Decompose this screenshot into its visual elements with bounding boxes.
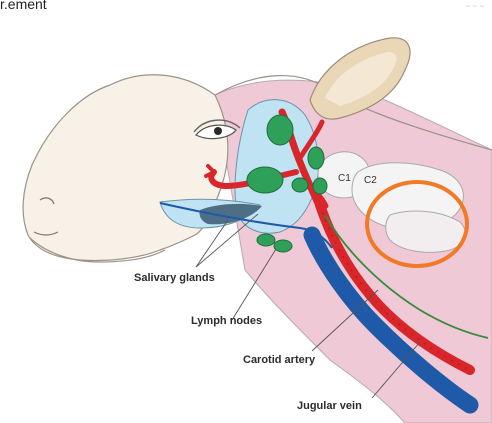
lymph-node-retro-1	[257, 234, 275, 246]
label-carotid-artery: Carotid artery	[243, 354, 316, 366]
pupil	[214, 127, 222, 135]
label-lymph-nodes: Lymph nodes	[191, 315, 262, 327]
label-salivary-glands: Salivary glands	[134, 272, 215, 284]
lymph-node-parotid	[267, 115, 293, 145]
lymph-node-small-2	[313, 178, 327, 194]
sheep-head	[23, 75, 228, 261]
lymph-node-upper-right	[308, 147, 324, 169]
label-c1: C1	[338, 173, 351, 184]
label-jugular-vein: Jugular vein	[297, 400, 362, 412]
lymph-node-small-1	[292, 178, 308, 192]
lymph-node-retro-2	[274, 240, 292, 252]
lymph-node-mandibular	[247, 167, 283, 193]
label-c2: C2	[364, 175, 377, 186]
